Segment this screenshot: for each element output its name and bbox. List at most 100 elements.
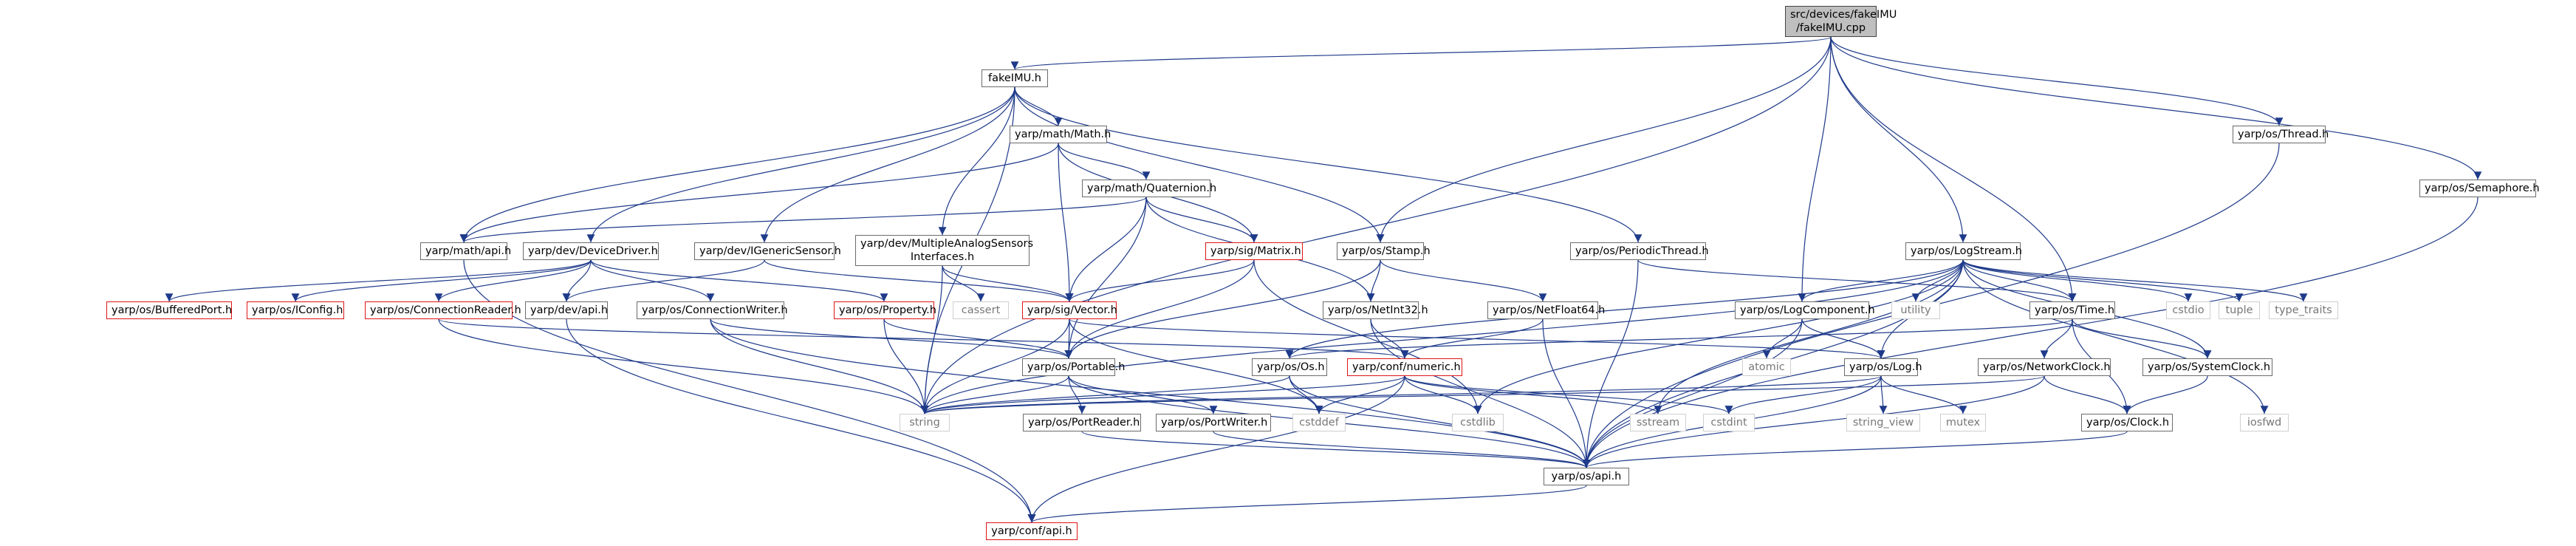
node-os-api-h[interactable]: yarp/os/api.h	[1544, 468, 1629, 485]
node-conf-numeric-h[interactable]: yarp/conf/numeric.h	[1347, 358, 1462, 376]
node-os-netint32-h[interactable]: yarp/os/NetInt32.h	[1323, 301, 1428, 319]
node-label: yarp/os/IConfig.h	[252, 304, 343, 316]
node-type-traits: type_traits	[2269, 301, 2338, 319]
node-math-api-h[interactable]: yarp/math/api.h	[420, 242, 511, 260]
edge-os_Portable-to-os_PortWriter	[1068, 375, 1218, 414]
node-label: utility	[1900, 304, 1931, 316]
node-atomic: atomic	[1742, 358, 1791, 376]
node-label: yarp/os/NetFloat64.h	[1493, 304, 1606, 316]
node-label: yarp/os/ConnectionReader.h	[370, 304, 521, 316]
edge-dev_DeviceDriver-to-os_ConnectionWriter	[590, 259, 715, 302]
edge-os_Stamp-to-os_NetFloat64	[1380, 259, 1547, 302]
node-label: yarp/os/NetInt32.h	[1328, 304, 1428, 316]
node-cstdlib: cstdlib	[1452, 414, 1504, 431]
node-sig-vector-h[interactable]: yarp/sig/Vector.h	[1022, 301, 1117, 319]
edge-conf_numeric-to-conf_api	[1027, 375, 1405, 523]
node-label: yarp/os/Semaphore.h	[2425, 182, 2540, 194]
node-os-semaphore-h[interactable]: yarp/os/Semaphore.h	[2419, 180, 2540, 197]
node-os-connectionreader-h[interactable]: yarp/os/ConnectionReader.h	[365, 301, 521, 319]
edge-fakeIMU_h-to-os_PeriodicThread	[1014, 86, 1642, 243]
node-os-portreader-h[interactable]: yarp/os/PortReader.h	[1023, 414, 1141, 431]
edge-os_NetworkClock-to-os_api	[1582, 375, 2045, 468]
edge-root-to-string	[920, 36, 1832, 414]
edge-os_ConnectionReader-to-string	[438, 318, 929, 414]
node-label: yarp/sig/Matrix.h	[1210, 245, 1301, 257]
node-string: string	[900, 414, 950, 431]
node-dev-devicedriver-h[interactable]: yarp/dev/DeviceDriver.h	[523, 242, 659, 260]
edge-conf_numeric-to-sstream	[1404, 375, 1662, 414]
node-label: mutex	[1945, 417, 1981, 429]
node-sstream: sstream	[1630, 414, 1686, 431]
node-os-logcomponent-h[interactable]: yarp/os/LogComponent.h	[1735, 301, 1875, 319]
node-math-quaternion-h[interactable]: yarp/math/Quaternion.h	[1082, 180, 1216, 197]
node-os-stamp-h[interactable]: yarp/os/Stamp.h	[1337, 242, 1431, 260]
node-label: fakeIMU.h	[988, 72, 1041, 84]
node-label: yarp/conf/numeric.h	[1352, 361, 1461, 373]
node-mutex: mutex	[1940, 414, 1986, 431]
edge-sig_Vector-to-string	[920, 318, 1070, 414]
node-dev-igenericsensor-h[interactable]: yarp/dev/IGenericSensor.h	[694, 242, 841, 260]
node-sig-matrix-h[interactable]: yarp/sig/Matrix.h	[1205, 242, 1303, 260]
edge-root-to-os_LogStream	[1830, 36, 1967, 243]
node-os-iconfig-h[interactable]: yarp/os/IConfig.h	[247, 301, 344, 319]
node-label: yarp/conf/api.h	[991, 525, 1072, 537]
node-label: yarp/os/ConnectionWriter.h	[642, 304, 788, 316]
node-os-thread-h[interactable]: yarp/os/Thread.h	[2233, 126, 2329, 143]
node-label: yarp/os/Os.h	[1257, 361, 1325, 373]
node-label: yarp/dev/api.h	[530, 304, 609, 316]
node-label: yarp/os/PortWriter.h	[1161, 417, 1268, 429]
node-os-networkclock-h[interactable]: yarp/os/NetworkClock.h	[1978, 358, 2111, 376]
node-label: cstddef	[1299, 417, 1339, 429]
edge-math_Quaternion-to-os_Portable	[1064, 197, 1147, 359]
edge-root-to-fakeIMU_h	[1011, 36, 1832, 70]
node-cstddef: cstddef	[1292, 414, 1346, 431]
node-label: yarp/os/Clock.h	[2086, 417, 2170, 429]
node-dev-api-h[interactable]: yarp/dev/api.h	[525, 301, 608, 319]
node-os-bufferedport-h[interactable]: yarp/os/BufferedPort.h	[106, 301, 232, 319]
node-label: string	[909, 417, 940, 429]
edge-math_Math-to-sig_Vector	[1058, 143, 1074, 302]
node-label: yarp/os/Thread.h	[2238, 129, 2329, 140]
edge-root-to-os_Semaphore	[1830, 36, 2482, 180]
node-os-portwriter-h[interactable]: yarp/os/PortWriter.h	[1156, 414, 1271, 431]
edge-os_Time-to-os_Os	[1286, 318, 2073, 359]
node-os-log-h[interactable]: yarp/os/Log.h	[1844, 358, 1922, 376]
node-cassert: cassert	[953, 301, 1009, 319]
edge-os_ConnectionWriter-to-os_Portable	[710, 318, 1073, 359]
edge-os_ConnectionWriter-to-string	[710, 318, 929, 414]
edge-os_NetFloat64-to-conf_numeric	[1400, 318, 1544, 359]
edge-root-to-os_Thread	[1830, 36, 2284, 126]
node-conf-api-h[interactable]: yarp/conf/api.h	[986, 522, 1078, 540]
node-os-time-h[interactable]: yarp/os/Time.h	[2029, 301, 2115, 319]
edge-fakeIMU_h-to-os_Stamp	[1014, 86, 1385, 243]
edge-os_Log-to-mutex	[1880, 375, 1967, 414]
node-label: yarp/os/Stamp.h	[1342, 245, 1431, 257]
node-iosfwd: iosfwd	[2240, 414, 2289, 431]
node-fakeimu-h[interactable]: fakeIMU.h	[982, 69, 1048, 87]
edge-os_ConnectionReader-to-conf_numeric	[438, 318, 1408, 359]
node-os-systemclock-h[interactable]: yarp/os/SystemClock.h	[2142, 358, 2272, 376]
edge-os_PortWriter-to-os_api	[1213, 431, 1591, 468]
edge-os_LogStream-to-iosfwd	[1962, 259, 2269, 414]
edge-dev_DeviceDriver-to-os_Property	[590, 259, 888, 302]
node-os-logstream-h[interactable]: yarp/os/LogStream.h	[1905, 242, 2022, 260]
node-label: yarp/os/LogStream.h	[1911, 245, 2022, 257]
node-os-clock-h[interactable]: yarp/os/Clock.h	[2081, 414, 2173, 431]
node-math-math-h[interactable]: yarp/math/Math.h	[1010, 126, 1111, 143]
node-os-netfloat64-h[interactable]: yarp/os/NetFloat64.h	[1487, 301, 1606, 319]
node-label: yarp/os/NetworkClock.h	[1983, 361, 2111, 373]
node-label: yarp/os/PortReader.h	[1028, 417, 1140, 429]
node-os-periodicthread-h[interactable]: yarp/os/PeriodicThread.h	[1570, 242, 1709, 260]
node-label: atomic	[1748, 361, 1785, 373]
node-os-property-h[interactable]: yarp/os/Property.h	[834, 301, 936, 319]
node-os-connectionwriter-h[interactable]: yarp/os/ConnectionWriter.h	[637, 301, 788, 319]
node-os-os-h[interactable]: yarp/os/Os.h	[1252, 358, 1327, 376]
edge-os_Os-to-os_api	[1289, 375, 1591, 468]
node-label: cstdint	[1710, 417, 1747, 429]
node-os-portable-h[interactable]: yarp/os/Portable.h	[1022, 358, 1125, 376]
node-label: yarp/os/Time.h	[2035, 304, 2115, 316]
node-cstdint: cstdint	[1703, 414, 1755, 431]
edge-os_Property-to-os_Portable	[883, 318, 1073, 359]
edge-os_LogStream-to-os_Os	[1285, 259, 1964, 359]
